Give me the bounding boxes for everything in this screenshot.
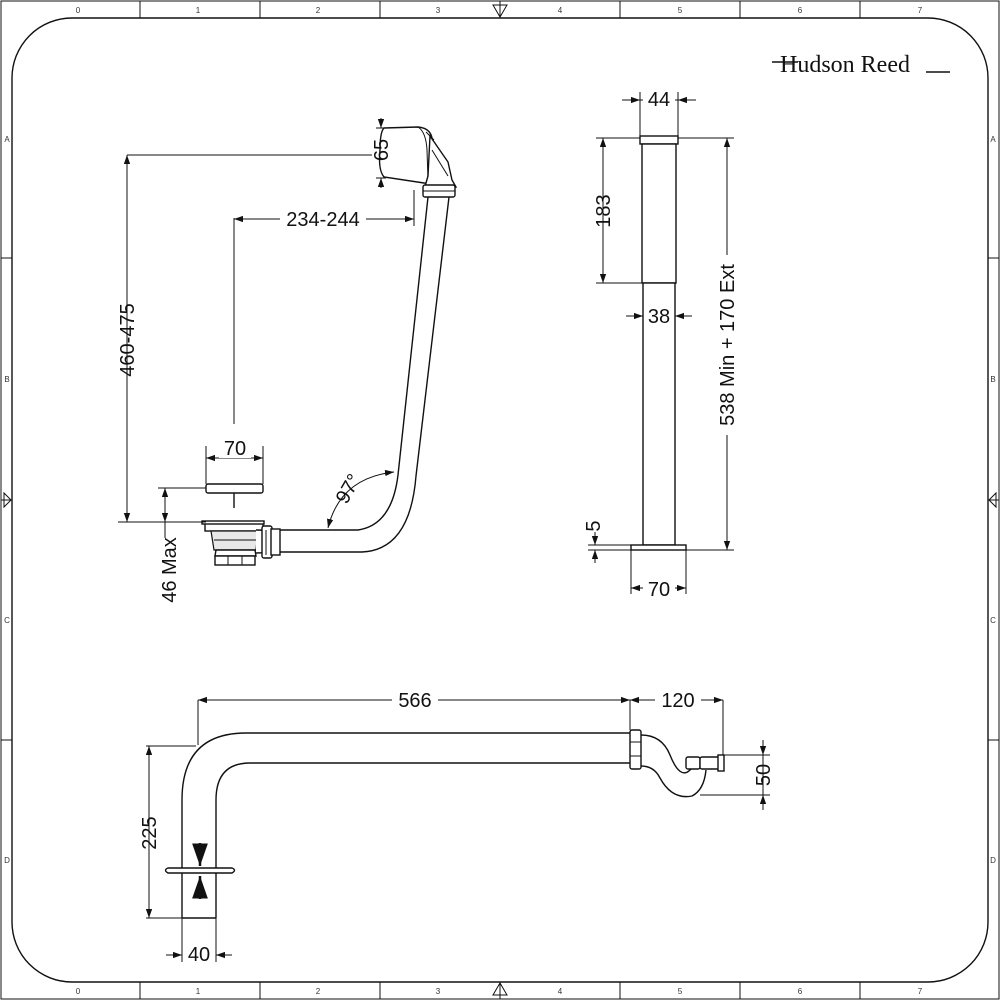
dim-overflow-height: 65 xyxy=(371,118,393,188)
dim-tube-width: 38 xyxy=(626,305,692,328)
grid-row-labels-left: A B C D xyxy=(4,135,10,865)
label-base-height: 5 xyxy=(583,520,605,531)
grid-col-label: 2 xyxy=(316,987,321,996)
grid-col-label: 6 xyxy=(798,987,803,996)
side-view-assembly: 65 460-475 234-244 70 xyxy=(117,118,458,603)
label-sleeve-height: 183 xyxy=(593,194,615,227)
plan-view-assembly: 566 120 225 50 xyxy=(139,689,775,966)
dim-riser-height: 225 xyxy=(139,745,196,919)
grid-row-label: C xyxy=(990,616,996,625)
grid-row-label: D xyxy=(4,856,10,865)
label-pipe-length: 566 xyxy=(398,690,431,712)
grid-col-label: 4 xyxy=(558,6,563,15)
grid-row-label: A xyxy=(990,135,996,144)
grid-col-label: 7 xyxy=(918,6,923,15)
dim-overall-height: 538 Min + 170 Ext xyxy=(678,137,740,551)
label-trap-drop: 50 xyxy=(753,764,775,786)
grid-col-label: 3 xyxy=(436,987,441,996)
brand-logo: Hudson Reed xyxy=(772,52,950,78)
grid-col-label: 0 xyxy=(76,6,81,15)
label-overall-height: 538 Min + 170 Ext xyxy=(717,264,739,426)
grid-row-label: D xyxy=(990,856,996,865)
dim-waste-depth: 46 Max xyxy=(158,487,206,603)
label-horizontal-reach: 234-244 xyxy=(286,209,359,231)
dim-horizontal-reach: 234-244 xyxy=(233,190,415,424)
overflow-pipe xyxy=(270,196,450,553)
waste-body xyxy=(201,483,281,566)
label-trap-length: 120 xyxy=(661,690,694,712)
grid-row-label: B xyxy=(990,375,995,384)
label-total-height: 460-475 xyxy=(117,303,139,376)
grid-col-label: 6 xyxy=(798,6,803,15)
label-waste-depth: 46 Max xyxy=(159,537,181,603)
label-outlet-width: 40 xyxy=(188,944,210,966)
grid-col-label: 1 xyxy=(196,987,201,996)
dim-plug-width: 70 xyxy=(205,438,264,484)
grid-col-label: 7 xyxy=(918,987,923,996)
label-top-width: 44 xyxy=(648,89,670,111)
overflow-head xyxy=(378,126,458,198)
label-riser-height: 225 xyxy=(139,816,161,849)
dim-trap-length: 120 xyxy=(630,689,724,755)
grid-row-labels-right: A B C D xyxy=(990,135,996,865)
grid-col-label: 3 xyxy=(436,6,441,15)
pillar-view-assembly: 44 183 38 538 Min + 170 Ext xyxy=(583,88,740,601)
standpipe xyxy=(630,135,687,551)
dim-pipe-length: 566 xyxy=(197,689,631,745)
dim-trap-drop: 50 xyxy=(700,740,775,810)
grid-col-label: 0 xyxy=(76,987,81,996)
dim-base-height: 5 xyxy=(583,520,631,563)
grid-column-labels-bottom: 0 1 2 3 4 5 6 7 xyxy=(76,987,923,996)
label-overflow-height: 65 xyxy=(371,139,393,161)
dim-top-width: 44 xyxy=(622,88,696,136)
label-bend-angle: 97° xyxy=(332,470,366,507)
grid-col-label: 1 xyxy=(196,6,201,15)
grid-col-label: 5 xyxy=(678,987,683,996)
dim-total-height: 460-475 xyxy=(117,154,372,523)
label-tube-width: 38 xyxy=(648,306,670,328)
waste-pipe-run xyxy=(181,732,631,919)
dim-base-width: 70 xyxy=(630,550,687,601)
grid-column-labels-top: 0 1 2 3 4 5 6 7 xyxy=(76,6,923,15)
label-plug-width: 70 xyxy=(224,438,246,460)
dim-outlet-width: 40 xyxy=(166,918,232,966)
grid-col-label: 5 xyxy=(678,6,683,15)
dim-bend-angle: 97° xyxy=(327,469,395,529)
grid-row-label: B xyxy=(4,375,9,384)
trap-fitting xyxy=(629,729,725,798)
outlet-flange xyxy=(164,843,236,899)
grid-row-label: A xyxy=(4,135,10,144)
brand-name: Hudson Reed xyxy=(780,52,910,78)
grid-col-label: 2 xyxy=(316,6,321,15)
grid-col-label: 4 xyxy=(558,987,563,996)
label-base-width: 70 xyxy=(648,579,670,601)
grid-row-label: C xyxy=(4,616,10,625)
dim-sleeve-height: 183 xyxy=(593,137,643,284)
